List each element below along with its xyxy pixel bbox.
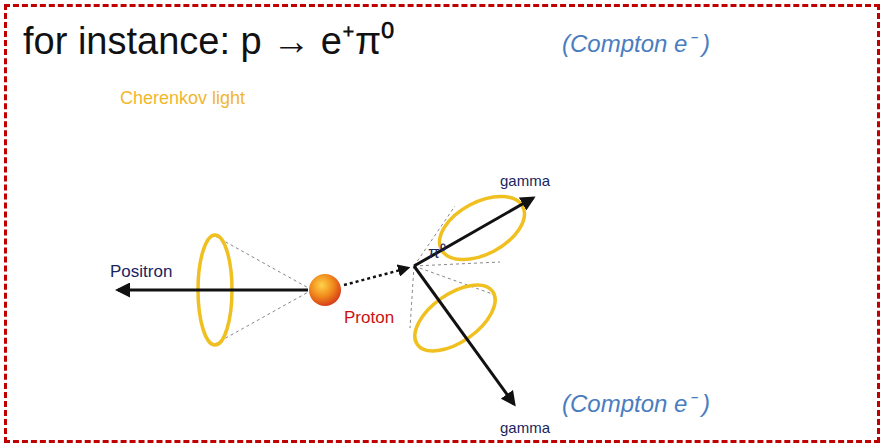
particle-label: π⁰	[428, 240, 446, 263]
particle-label: gamma	[500, 172, 550, 189]
gamma-cone-upper	[414, 183, 535, 272]
example-frame: for instance: p → e⁺π⁰ Proton Cherenkov li…	[4, 4, 880, 443]
particle-label: Proton	[344, 308, 394, 328]
example-heading: for instance: p → e⁺π⁰	[23, 13, 394, 65]
gamma-cone-lower	[404, 266, 507, 364]
gamma-track	[414, 266, 514, 404]
proton-ball	[308, 272, 348, 312]
particle-label: gamma	[500, 419, 550, 436]
process-note: (Compton e⁻ )	[562, 26, 710, 59]
process-note: (Compton e⁻ )	[562, 386, 710, 419]
proton-ball	[309, 274, 341, 306]
particle-label: Positron	[110, 262, 172, 282]
gamma-track	[414, 198, 533, 266]
pion-track	[344, 268, 408, 285]
proton-particle: Proton	[300, 272, 410, 334]
positron-track	[118, 289, 308, 292]
light-label: Cherenkov light	[120, 88, 245, 109]
